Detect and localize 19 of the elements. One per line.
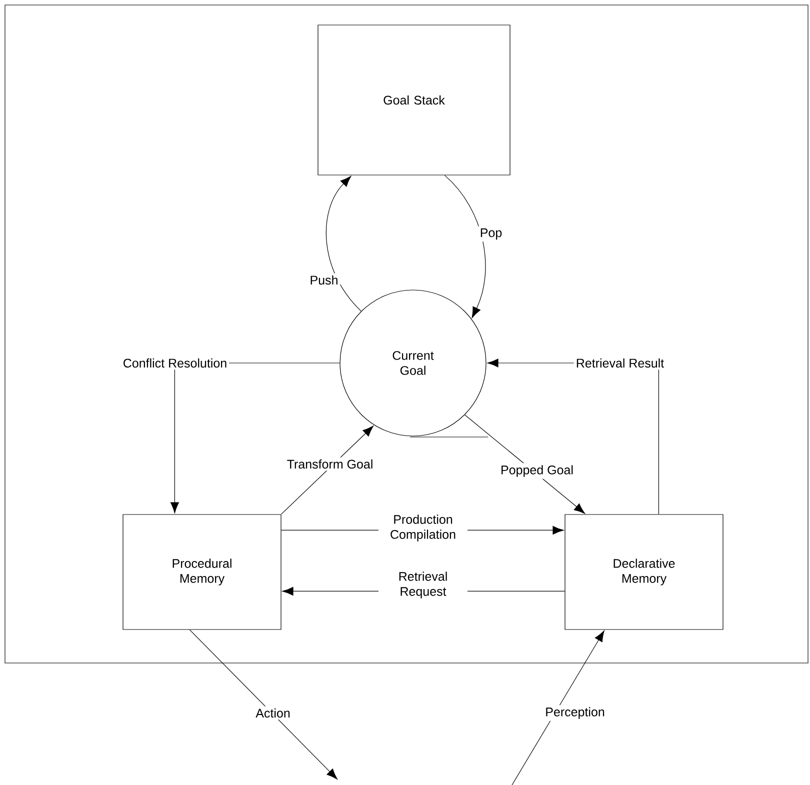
process-box: Goal Stack [318,24,510,176]
edge-label: Transform Goal [284,457,376,471]
arrow [444,175,486,318]
edge-label: Pop [478,226,504,242]
arrow [281,426,374,514]
edge-label: Retrieval Result [574,356,666,370]
edge-label: Push [308,273,340,287]
arrow [512,630,604,785]
arrow [326,176,362,312]
process-box: Declarative Memory [564,514,724,630]
arrow [189,630,338,780]
edge-label: Perception [543,705,607,721]
edge-label: Conflict Resolution [120,356,230,370]
edge-label: Production Compilation [378,512,468,544]
edge-label: Action [254,706,292,720]
arrow [464,414,586,514]
edge-label: Retrieval Request [378,570,468,600]
edge-label: Popped Goal [498,463,576,479]
process-box: Procedural Memory [122,514,282,630]
